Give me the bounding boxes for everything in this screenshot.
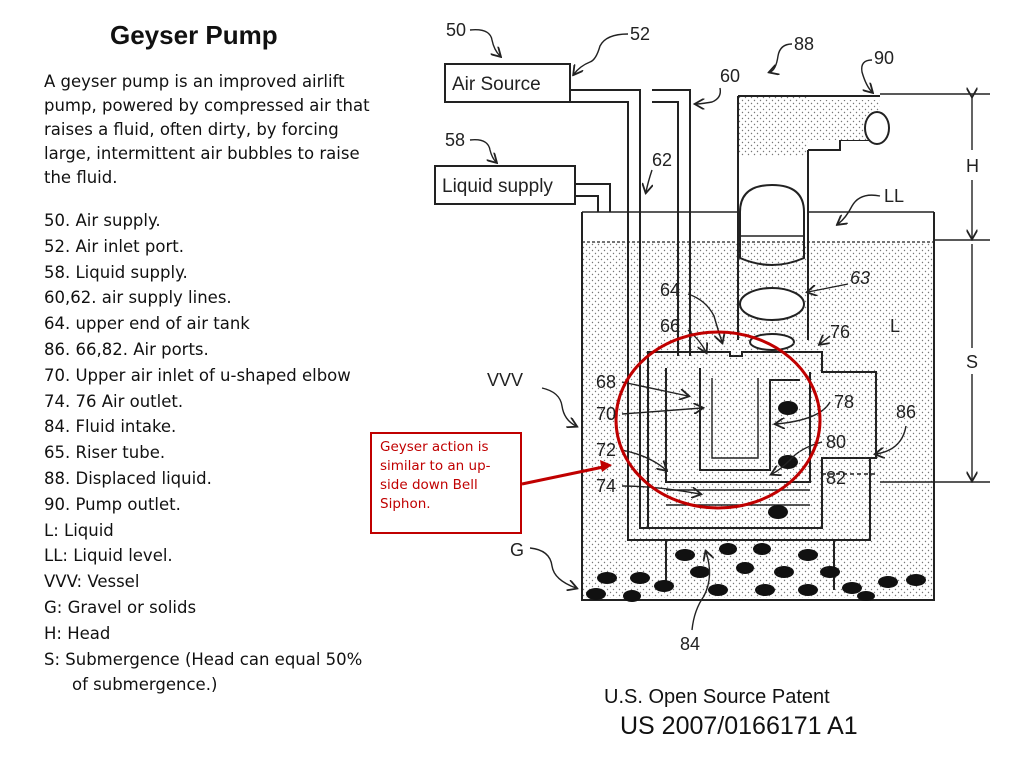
bubble [739,287,805,321]
intro-paragraph: A geyser pump is an improved airlift pum… [44,72,370,187]
legend-item: 88. Displaced liquid. [44,468,212,488]
pump-outlet-90 [864,111,890,145]
label-VVV: VVV [487,370,523,390]
legend-item: 50. Air supply. [44,211,161,230]
label-H: H [966,156,979,176]
legend-item: 84. Fluid intake. [44,417,177,437]
air-source-label: Air Source [452,74,541,95]
patent-line-1: U.S. Open Source Patent [604,686,830,708]
patent-number: US 2007/0166171 A1 [620,712,858,740]
liquid-supply-line [575,183,611,212]
label-80: 80 [826,432,846,452]
geyser-pump-diagram: Air Source Liquid supply 50 52 58 60 62 … [434,20,990,654]
label-72: 72 [596,440,616,460]
gravel [586,543,926,602]
label-82: 82 [826,468,846,488]
label-76: 76 [830,322,850,342]
legend-item: 86. 66,82. Air ports. [44,339,209,359]
label-78: 78 [834,392,854,412]
label-63: 63 [850,268,870,288]
legend-item: H: Head [44,623,111,643]
label-84: 84 [680,634,700,654]
legend-item: LL: Liquid level. [44,546,173,566]
label-74: 74 [596,476,616,496]
legend-item: 65. Riser tube. [44,443,166,463]
vessel-outline [581,212,935,601]
label-60: 60 [720,66,740,86]
air-supply-line-62 [652,89,691,356]
air-supply-line-60 [570,89,871,541]
label-S: S [966,352,978,372]
legend-list: 50. Air supply. 52. Air inlet port. 58. Li… [44,208,374,698]
legend-item: 58. Liquid supply. [44,262,188,282]
label-LL: LL [884,186,904,206]
label-90: 90 [874,48,894,68]
label-64: 64 [660,280,680,300]
legend-item: 74. 76 Air outlet. [44,391,184,411]
legend-item: 52. Air inlet port. [44,236,184,256]
legend-item: VVV: Vessel [44,572,140,592]
label-52: 52 [630,24,650,44]
label-88: 88 [794,34,814,54]
legend-item: 70. Upper air inlet of u-shaped elbow [44,365,351,385]
legend-item: 64. upper end of air tank [44,314,250,334]
label-G: G [510,540,524,560]
bubble [749,333,795,351]
label-68: 68 [596,372,616,392]
legend-item: G: Gravel or solids [44,597,197,617]
liquid-supply-box [434,165,576,205]
label-86: 86 [896,402,916,422]
slide-title: Geyser Pump [110,20,278,50]
legend-item: 60,62. air supply lines. [44,288,232,308]
legend-item: L: Liquid [44,520,114,540]
geyser-action-circle [614,330,822,510]
label-62: 62 [652,150,672,170]
legend-item: 90. Pump outlet. [44,494,181,514]
label-70: 70 [596,404,616,424]
label-L: L [890,316,900,336]
liquid-supply-label: Liquid supply [442,176,553,197]
callout-arrow [521,464,609,486]
label-58: 58 [445,130,465,150]
geyser-action-callout: Geyser action is similar to an up-side d… [370,432,522,534]
bubble [739,183,805,266]
air-source-box [444,63,571,103]
label-66: 66 [660,316,680,336]
inner-air-tank [647,351,877,529]
legend-item: S: Submergence (Head can equal 50% of su… [44,649,363,695]
label-50: 50 [446,20,466,40]
